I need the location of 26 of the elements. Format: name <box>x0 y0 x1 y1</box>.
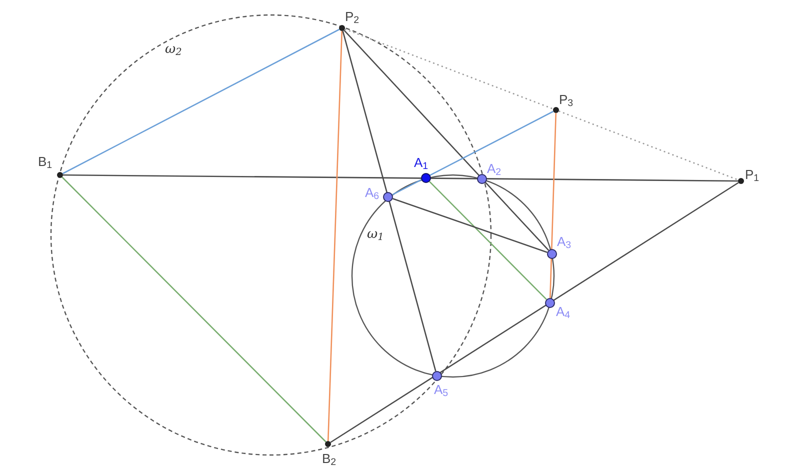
point-label: B$_{2}$ <box>322 452 336 465</box>
line-segment <box>429 181 547 300</box>
line-segment <box>392 198 548 253</box>
point-label: A$_{2}$ <box>487 162 502 175</box>
line-segment <box>63 174 738 182</box>
point-label: A$_{5}$ <box>434 383 448 396</box>
circle-label: ω$_{1}$ <box>367 228 384 241</box>
line-segment <box>62 176 326 442</box>
point-label: A$_{6}$ <box>365 186 380 199</box>
line-segment <box>62 28 340 174</box>
point-label: A$_{1}$ <box>414 156 428 169</box>
point-label: A$_{3}$ <box>557 235 572 248</box>
line-segment <box>344 30 550 251</box>
line-segment <box>344 28 554 110</box>
line-segment <box>392 110 554 196</box>
point-label: P$_{2}$ <box>345 10 360 23</box>
line-segment <box>550 112 557 298</box>
point-label: B$_{1}$ <box>38 155 52 168</box>
line-segment <box>558 110 738 181</box>
line-segment <box>330 182 739 443</box>
point-label: A$_{4}$ <box>556 305 570 318</box>
circle-label: ω$_{2}$ <box>165 43 182 56</box>
line-segment <box>342 30 436 372</box>
point-label: P$_{1}$ <box>745 168 760 181</box>
line-segment <box>327 30 343 442</box>
point-label: P$_{3}$ <box>559 93 574 106</box>
